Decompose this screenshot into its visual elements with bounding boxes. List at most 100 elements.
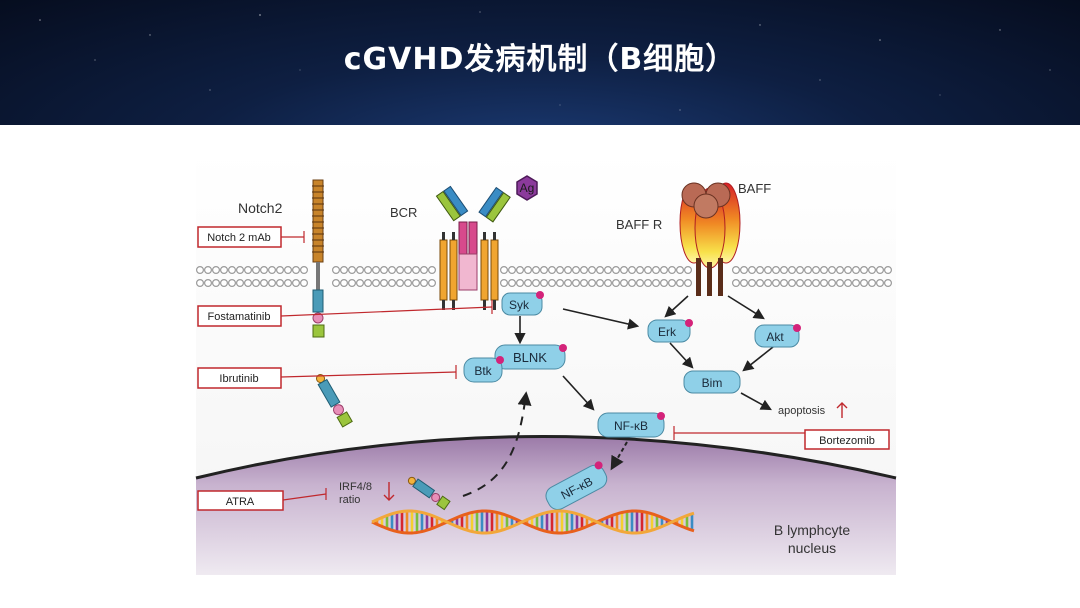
up-arrow-icon bbox=[836, 402, 848, 418]
lipid-head bbox=[763, 266, 772, 275]
lipid-head bbox=[332, 266, 341, 275]
lipid-head bbox=[396, 266, 405, 275]
lipid-head bbox=[835, 279, 844, 288]
drug-atra-label: ATRA bbox=[226, 496, 255, 508]
molecule-blnk: BLNK bbox=[494, 344, 567, 370]
lipid-head bbox=[563, 279, 572, 288]
lipid-head bbox=[420, 266, 429, 275]
lipid-head bbox=[675, 266, 684, 275]
lipid-head bbox=[819, 266, 828, 275]
notch2-receptor bbox=[312, 179, 325, 338]
notch-fragment-nuclear bbox=[407, 476, 451, 511]
antigen-label: Ag bbox=[520, 181, 535, 195]
drug-ibrutinib-label: Ibrutinib bbox=[219, 373, 258, 385]
drug-atra: ATRA bbox=[197, 490, 284, 511]
lipid-head bbox=[196, 266, 205, 275]
lipid-head bbox=[747, 279, 756, 288]
lipid-head bbox=[244, 266, 253, 275]
lipid-head bbox=[252, 266, 261, 275]
lipid-head bbox=[779, 266, 788, 275]
lipid-head bbox=[875, 279, 884, 288]
lipid-head bbox=[627, 266, 636, 275]
dashed-arrow-nfkb bbox=[610, 441, 628, 471]
lipid-head bbox=[603, 266, 612, 275]
molecule-bim: Bim bbox=[683, 370, 741, 394]
lipid-head bbox=[635, 266, 644, 275]
lipid-head bbox=[340, 266, 349, 275]
lipid-head bbox=[380, 279, 389, 288]
lipid-head bbox=[851, 266, 860, 275]
lipid-head bbox=[611, 266, 620, 275]
akt-label: Akt bbox=[766, 330, 784, 344]
lipid-head bbox=[683, 266, 692, 275]
lipid-head bbox=[563, 266, 572, 275]
apoptosis-label: apoptosis bbox=[778, 405, 826, 417]
lipid-head bbox=[340, 279, 349, 288]
lipid-head bbox=[843, 266, 852, 275]
lipid-head bbox=[428, 266, 437, 275]
lipid-head bbox=[244, 279, 253, 288]
lipid-head bbox=[228, 266, 237, 275]
bcr-label: BCR bbox=[390, 205, 417, 220]
lipid-head bbox=[595, 279, 604, 288]
lipid-head bbox=[771, 279, 780, 288]
lipid-head bbox=[811, 266, 820, 275]
drug-ibrutinib: Ibrutinib bbox=[197, 367, 282, 389]
lipid-head bbox=[651, 266, 660, 275]
irf-ratio-label-2: ratio bbox=[339, 494, 360, 506]
lipid-head bbox=[212, 266, 221, 275]
lipid-head bbox=[412, 279, 421, 288]
dna-strand bbox=[371, 509, 695, 535]
lipid-head bbox=[675, 279, 684, 288]
lipid-head bbox=[539, 279, 548, 288]
nfkb-label: NF-κB bbox=[614, 419, 648, 433]
irf-ratio-label-1: IRF4/8 bbox=[339, 481, 372, 493]
lipid-head bbox=[508, 279, 517, 288]
cell-membrane bbox=[196, 266, 892, 288]
lipid-head bbox=[420, 279, 429, 288]
lipid-head bbox=[531, 279, 540, 288]
lipid-head bbox=[404, 266, 413, 275]
lipid-head bbox=[667, 279, 676, 288]
lipid-head bbox=[875, 266, 884, 275]
lipid-head bbox=[651, 279, 660, 288]
syk-label: Syk bbox=[509, 298, 530, 312]
drug-notch2-mab: Notch 2 mAb bbox=[197, 226, 282, 248]
molecule-nfkb: NF-κB bbox=[597, 412, 665, 438]
antigen: Ag bbox=[516, 175, 538, 201]
slide-title: cGVHD发病机制（B细胞） bbox=[343, 42, 737, 77]
drug-notch2-mab-label: Notch 2 mAb bbox=[207, 232, 271, 244]
lipid-head bbox=[236, 266, 245, 275]
lipid-head bbox=[539, 266, 548, 275]
down-arrow-icon bbox=[383, 482, 395, 501]
lipid-head bbox=[835, 266, 844, 275]
molecule-syk: Syk bbox=[501, 291, 544, 316]
lipid-head bbox=[859, 266, 868, 275]
lipid-head bbox=[196, 279, 205, 288]
molecule-akt: Akt bbox=[754, 324, 801, 348]
lipid-head bbox=[515, 266, 524, 275]
lipid-head bbox=[827, 266, 836, 275]
lipid-head bbox=[579, 279, 588, 288]
lipid-head bbox=[300, 266, 309, 275]
lipid-head bbox=[795, 266, 804, 275]
lipid-head bbox=[523, 279, 532, 288]
lipid-head bbox=[292, 279, 301, 288]
nuclear-membrane bbox=[195, 435, 897, 480]
btk-label: Btk bbox=[474, 364, 492, 378]
lipid-head bbox=[755, 279, 764, 288]
lipid-head bbox=[787, 279, 796, 288]
lipid-head bbox=[659, 279, 668, 288]
lipid-head bbox=[300, 279, 309, 288]
lipid-head bbox=[268, 279, 277, 288]
lipid-head bbox=[587, 279, 596, 288]
dashed-arrow-notch bbox=[462, 391, 532, 497]
lipid-head bbox=[795, 279, 804, 288]
lipid-head bbox=[348, 279, 357, 288]
drug-fostamatinib-label: Fostamatinib bbox=[208, 311, 271, 323]
lipid-head bbox=[515, 279, 524, 288]
lipid-head bbox=[803, 279, 812, 288]
lipid-head bbox=[236, 279, 245, 288]
lipid-head bbox=[276, 266, 285, 275]
